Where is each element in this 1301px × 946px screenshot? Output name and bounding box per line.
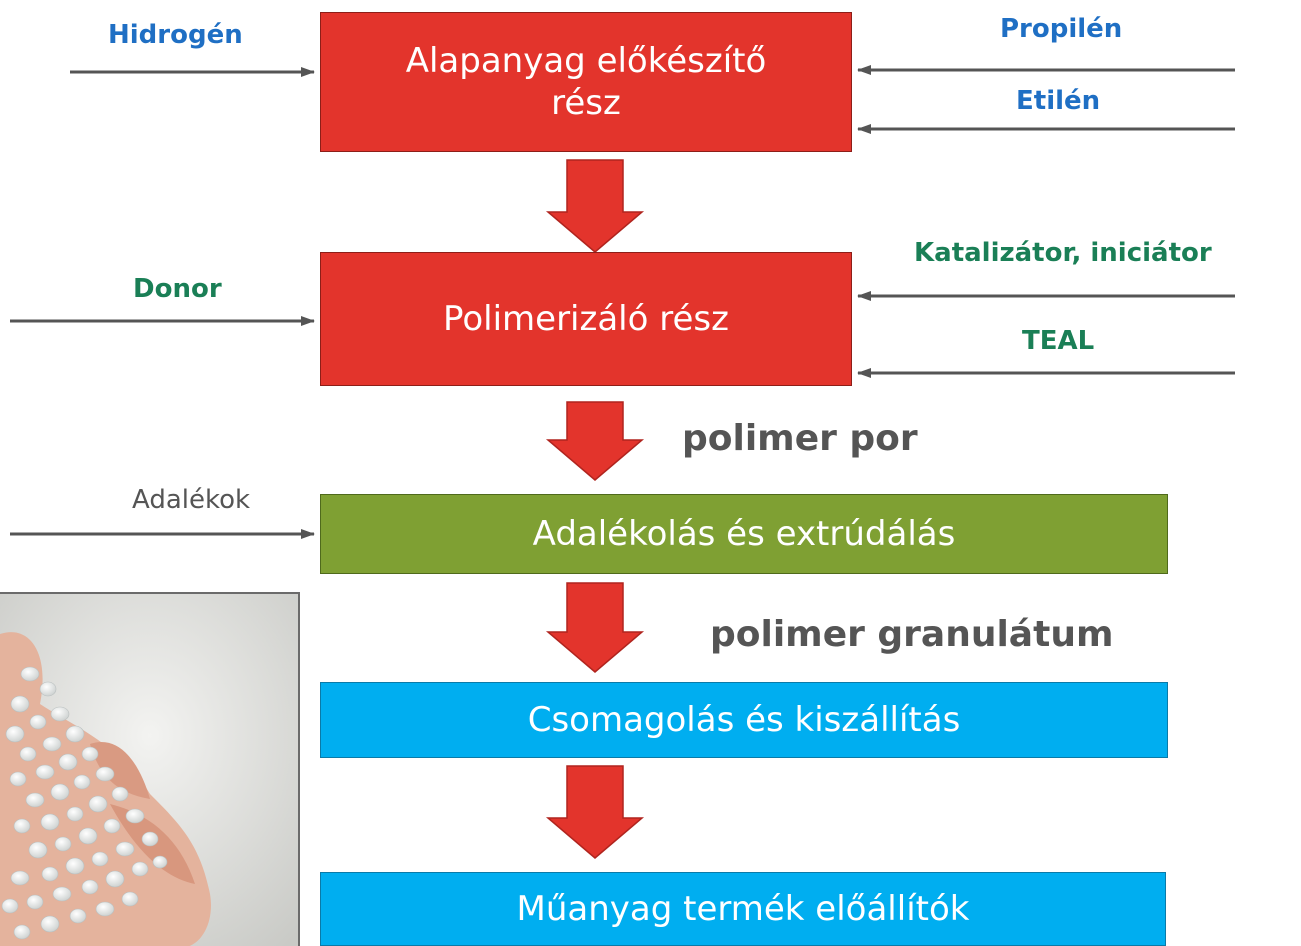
down-arrow-2 bbox=[545, 401, 645, 481]
polymer-granulate-label: polimer granulátum bbox=[710, 614, 1114, 655]
feed-preparation-box: Alapanyag előkészítő rész bbox=[320, 12, 852, 152]
ethylene-label: Etilén bbox=[1016, 86, 1101, 116]
polymerization-box: Polimerizáló rész bbox=[320, 252, 852, 386]
plastic-producers-box: Műanyag termék előállítók bbox=[320, 872, 1166, 946]
donor-label: Donor bbox=[133, 274, 222, 304]
teal-label: TEAL bbox=[1022, 326, 1095, 356]
polymerization-label: Polimerizáló rész bbox=[443, 298, 729, 339]
additives-extrusion-label: Adalékolás és extrúdálás bbox=[532, 513, 956, 554]
packaging-shipping-label: Csomagolás és kiszállítás bbox=[527, 699, 961, 740]
granulate-photo bbox=[0, 592, 300, 946]
down-arrow-3 bbox=[545, 582, 645, 673]
propylene-label: Propilén bbox=[1000, 14, 1123, 44]
packaging-shipping-box: Csomagolás és kiszállítás bbox=[320, 682, 1168, 758]
polymer-powder-label: polimer por bbox=[682, 418, 918, 459]
feed-preparation-label: Alapanyag előkészítő rész bbox=[405, 40, 767, 124]
additives-extrusion-box: Adalékolás és extrúdálás bbox=[320, 494, 1168, 574]
plastic-producers-label: Műanyag termék előállítók bbox=[516, 888, 970, 929]
down-arrow-1 bbox=[545, 159, 645, 253]
catalyst-label: Katalizátor, iniciátor bbox=[914, 238, 1212, 268]
hydrogen-label: Hidrogén bbox=[108, 20, 243, 50]
additives-label: Adalékok bbox=[132, 485, 251, 515]
down-arrow-4 bbox=[545, 765, 645, 859]
